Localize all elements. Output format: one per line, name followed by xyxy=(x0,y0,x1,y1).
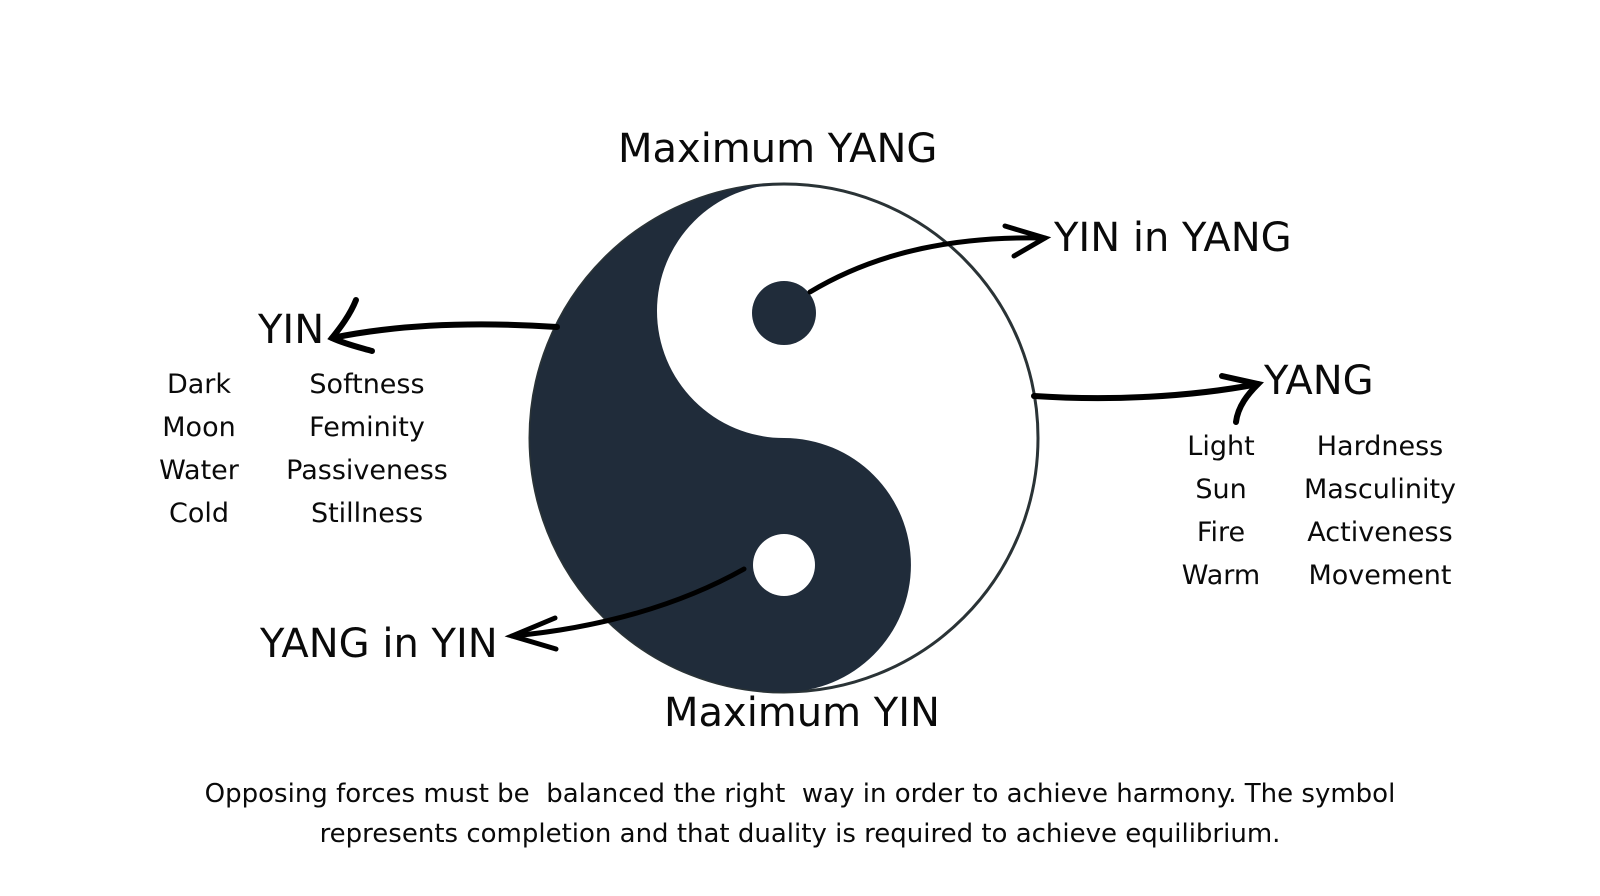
yin-trait: Passiveness xyxy=(286,455,448,486)
yin-label: YIN xyxy=(258,307,325,353)
yang-arrow xyxy=(1031,373,1264,425)
yin-trait: Water xyxy=(159,455,239,486)
yin-traits-col1: Dark Moon Water Cold xyxy=(140,363,258,535)
caption: Opposing forces must be balanced the rig… xyxy=(0,774,1600,854)
yang-trait: Masculinity xyxy=(1303,474,1457,505)
yang-traits-col2: Hardness Masculinity Activeness Movement xyxy=(1288,425,1472,597)
yin-trait: Moon xyxy=(162,412,236,443)
caption-line-2: represents completion and that duality i… xyxy=(319,819,1281,849)
yang-trait: Hardness xyxy=(1316,431,1444,462)
yin-in-yang-arrow xyxy=(807,223,1052,295)
yin-trait: Dark xyxy=(166,369,232,400)
yang-trait: Warm xyxy=(1181,560,1261,591)
yang-traits-col1: Light Sun Fire Warm xyxy=(1168,425,1274,597)
yin-trait: Stillness xyxy=(310,498,424,529)
yang-dot-in-yin xyxy=(753,534,815,596)
yang-trait: Sun xyxy=(1195,474,1247,505)
yang-trait: Movement xyxy=(1308,560,1452,591)
yang-trait: Light xyxy=(1187,431,1255,462)
yang-in-yin-arrow xyxy=(504,566,747,652)
yang-trait: Activeness xyxy=(1307,517,1453,548)
yang-in-yin-label: YANG in YIN xyxy=(260,621,498,667)
yin-arrow xyxy=(327,297,560,354)
yin-dark-half xyxy=(530,184,911,692)
yang-label: YANG xyxy=(1264,358,1374,404)
maximum-yin-label: Maximum YIN xyxy=(664,690,940,736)
yin-trait: Softness xyxy=(309,369,425,400)
yin-traits-col2: Softness Feminity Passiveness Stillness xyxy=(272,363,462,535)
caption-line-1: Opposing forces must be balanced the rig… xyxy=(204,779,1396,809)
yin-dot-in-yang xyxy=(752,281,816,345)
yin-in-yang-label: YIN in YANG xyxy=(1054,215,1292,261)
yin-trait: Cold xyxy=(168,498,229,529)
maximum-yang-label: Maximum YANG xyxy=(618,126,938,172)
yin-trait: Feminity xyxy=(309,412,425,443)
yang-trait: Fire xyxy=(1196,517,1246,548)
